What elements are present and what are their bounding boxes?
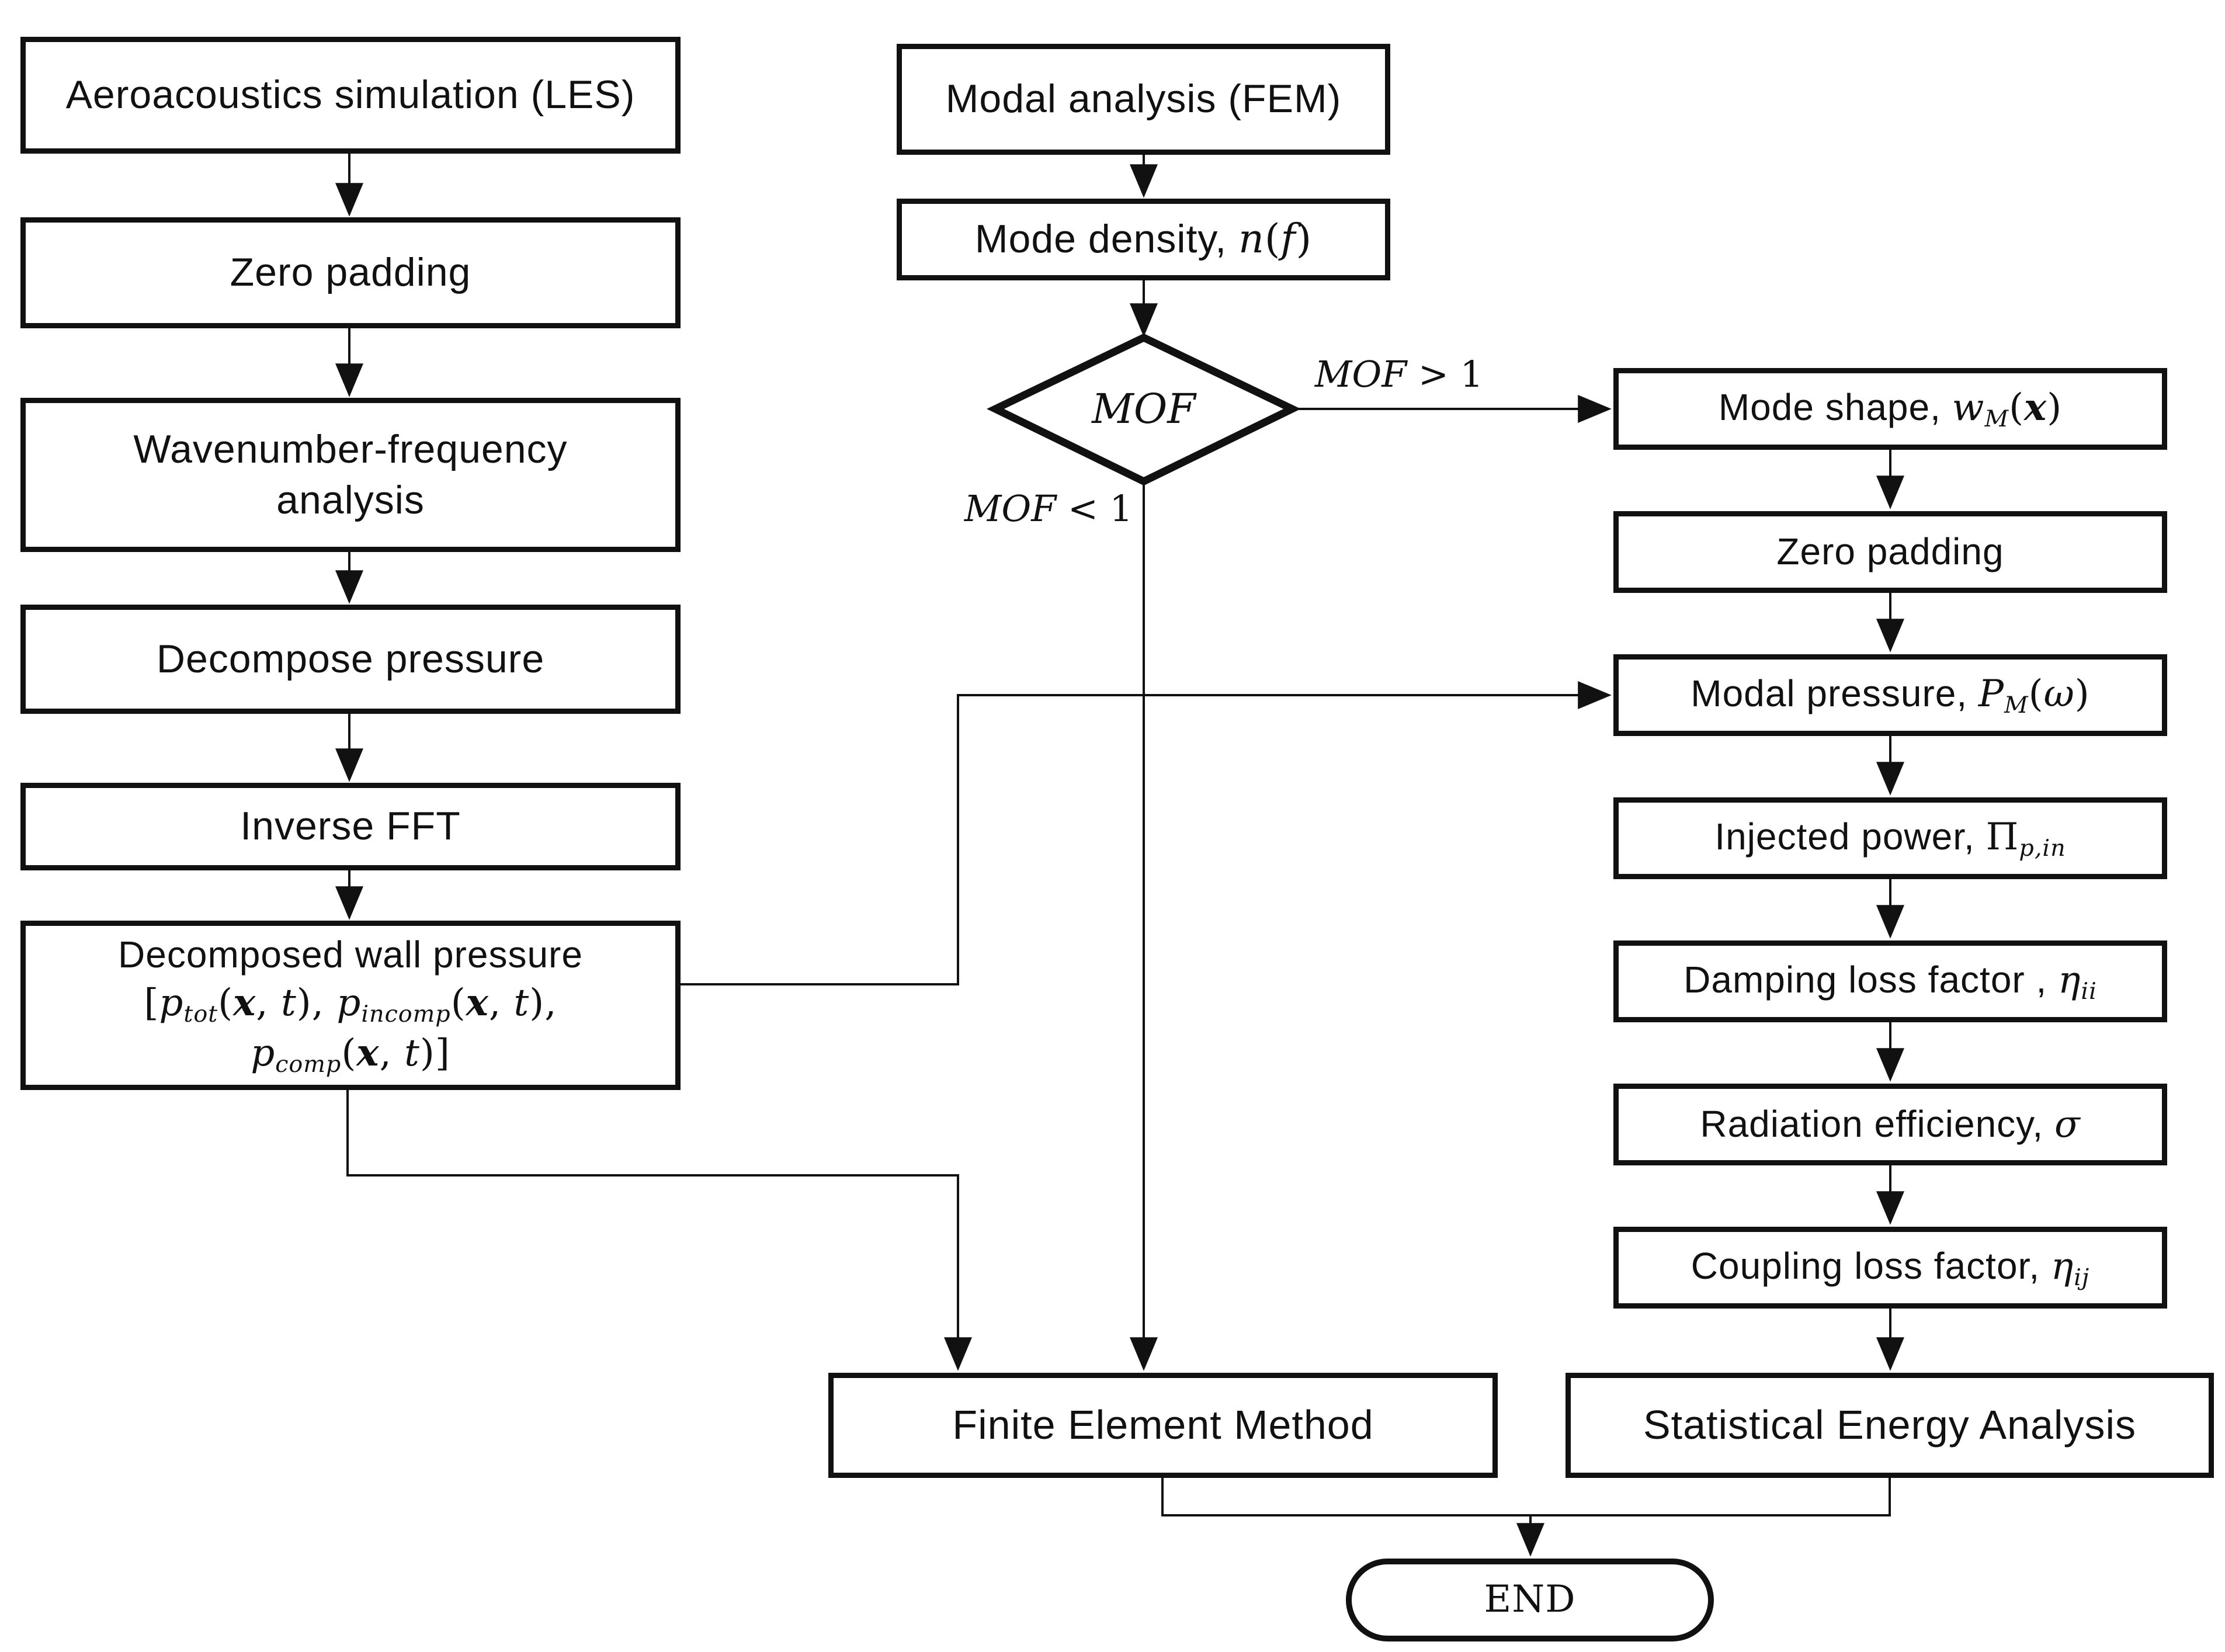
edge-label-mof-less-1-text: MOF < 1: [964, 487, 1133, 530]
node-statistical-energy-analysis-label: Statistical Energy Analysis: [1643, 1402, 2137, 1448]
node-mode-shape-label: Mode shape, wM(x): [1718, 386, 2063, 433]
node-modal-analysis: Modal analysis (FEM): [897, 44, 1390, 155]
node-zero-padding-left-label: Zero padding: [230, 250, 471, 295]
node-radiation-efficiency: Radiation efficiency, σ: [1613, 1084, 2167, 1165]
node-mode-density-label: Mode density, n(f): [974, 216, 1313, 263]
node-zero-padding-right: Zero padding: [1613, 511, 2167, 593]
node-coupling-loss-factor: Coupling loss factor, ηij: [1613, 1227, 2167, 1309]
node-statistical-energy-analysis: Statistical Energy Analysis: [1566, 1373, 2214, 1478]
node-finite-element-method: Finite Element Method: [828, 1373, 1498, 1478]
node-radiation-efficiency-label: Radiation efficiency, σ: [1700, 1102, 2081, 1146]
node-modal-pressure: Modal pressure, PM(ω): [1613, 654, 2167, 736]
node-injected-power-label: Injected power, Πp,in: [1714, 815, 2066, 862]
edge-label-mof-less-1: MOF < 1: [964, 484, 1133, 533]
node-finite-element-method-label: Finite Element Method: [952, 1402, 1374, 1448]
mof-decision-label: MOF: [1027, 374, 1261, 444]
edge-decomposedwall-modalpressure: [681, 681, 1612, 985]
node-decomposed-wall-pressure-label: Decomposed wall pressure[ptot(x, t), pin…: [118, 933, 583, 1078]
node-zero-padding-right-label: Zero padding: [1776, 530, 2004, 573]
node-end: END: [1346, 1559, 1714, 1641]
node-coupling-loss-factor-label: Coupling loss factor, ηij: [1691, 1245, 2090, 1292]
node-injected-power: Injected power, Πp,in: [1613, 797, 2167, 879]
node-inverse-fft: Inverse FFT: [20, 783, 681, 870]
node-zero-padding-left: Zero padding: [20, 217, 681, 328]
node-aeroacoustics-simulation-label: Aeroacoustics simulation (LES): [65, 72, 636, 117]
node-decompose-pressure-label: Decompose pressure: [156, 636, 545, 681]
node-modal-pressure-label: Modal pressure, PM(ω): [1691, 672, 2090, 719]
node-aeroacoustics-simulation: Aeroacoustics simulation (LES): [20, 37, 681, 154]
node-decompose-pressure: Decompose pressure: [20, 605, 681, 714]
node-damping-loss-factor-label: Damping loss factor , ηii: [1683, 959, 2097, 1005]
node-decomposed-wall-pressure: Decomposed wall pressure[ptot(x, t), pin…: [20, 921, 681, 1090]
mof-decision-text: MOF: [1092, 385, 1196, 433]
node-inverse-fft-label: Inverse FFT: [240, 804, 461, 849]
node-mode-shape: Mode shape, wM(x): [1613, 368, 2167, 450]
node-damping-loss-factor: Damping loss factor , ηii: [1613, 940, 2167, 1022]
edge-decomposedwall-fem: [346, 1090, 972, 1371]
node-mode-density: Mode density, n(f): [897, 199, 1390, 280]
node-end-label: END: [1484, 1578, 1576, 1622]
edge-label-mof-greater-1-text: MOF > 1: [1314, 353, 1484, 395]
edge-label-mof-greater-1: MOF > 1: [1300, 349, 1498, 399]
edge-fem-sea-merge: [1161, 1478, 1891, 1516]
mof-decision-diamond: [987, 333, 1301, 486]
node-modal-analysis-label: Modal analysis (FEM): [945, 77, 1342, 122]
